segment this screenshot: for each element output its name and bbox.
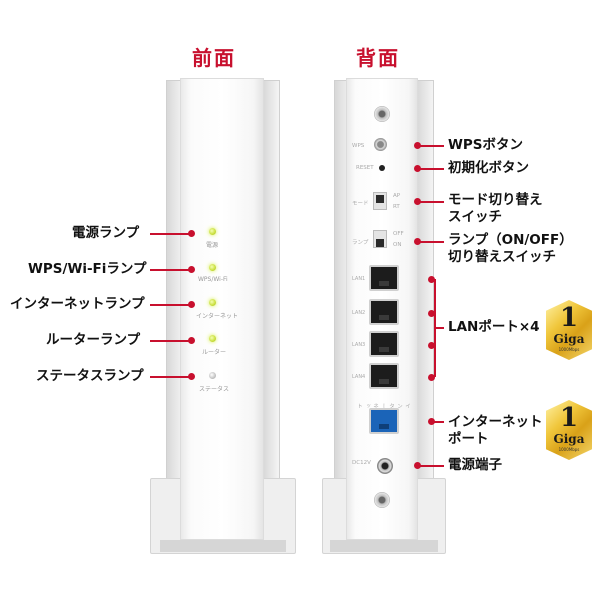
lan1-label: LAN1 (352, 276, 366, 282)
leader-power-lamp (150, 233, 190, 235)
callout-status-lamp: ステータスランプ (36, 368, 144, 384)
back-base-shadow (330, 540, 438, 552)
callout-router-lamp: ルーターランプ (46, 332, 141, 348)
lamp-off-label: OFF (393, 231, 404, 237)
wps-button[interactable] (374, 138, 387, 151)
leader-internet-lamp (150, 304, 190, 306)
marker-reset-button (414, 165, 421, 172)
badge-giga: Giga (553, 432, 585, 446)
marker-wps-wifi-lamp (188, 266, 195, 273)
marker-status-lamp (188, 373, 195, 380)
back-title: 背面 (356, 46, 400, 70)
giga-badge-lan: 1 Giga 1000Mbps (546, 300, 592, 360)
marker-lan-3 (428, 342, 435, 349)
leader-lamp-switch (420, 241, 444, 243)
marker-internet-port (428, 418, 435, 425)
callout-lamp-switch-line2: 切り替えスイッチ (448, 249, 556, 265)
badge-number: 1 (559, 303, 579, 333)
callout-lan-ports: LANポート×4 (448, 319, 540, 335)
front-body-lower (180, 478, 264, 540)
marker-lan-2 (428, 310, 435, 317)
power-led-label: 電源 (206, 242, 219, 249)
mode-switch-label: モード (352, 201, 369, 207)
front-body (180, 78, 264, 544)
marker-lan-4 (428, 374, 435, 381)
callout-wps-button: WPSボタン (448, 137, 524, 153)
bottom-screw-icon (374, 492, 390, 508)
lan2-label: LAN2 (352, 310, 366, 316)
giga-badge-internet: 1 Giga 1000Mbps (546, 400, 592, 460)
leader-wps-wifi-lamp (150, 269, 190, 271)
front-right-wing (262, 80, 280, 544)
back-body-lower (346, 478, 418, 540)
callout-internet-port-line1: インターネット (448, 414, 543, 430)
router-led (209, 335, 216, 342)
badge-giga: Giga (553, 332, 585, 346)
callout-internet-lamp: インターネットランプ (10, 296, 145, 312)
callout-lamp-switch-line1: ランプ（ON/OFF） (448, 232, 573, 248)
badge-sub: 1000Mbps (558, 347, 580, 352)
lan4-label: LAN4 (352, 374, 366, 380)
leader-lan-ports (434, 327, 444, 329)
leader-status-lamp (150, 376, 190, 378)
badge-number: 1 (559, 403, 579, 433)
internet-port[interactable] (369, 408, 399, 434)
marker-wps-button (414, 142, 421, 149)
lamp-on-label: ON (393, 242, 402, 248)
front-base-shadow (160, 540, 286, 552)
leader-router-lamp (150, 340, 190, 342)
marker-lamp-switch (414, 238, 421, 245)
lan-port-4[interactable] (369, 363, 399, 389)
lan3-label: LAN3 (352, 342, 366, 348)
leader-mode-switch (420, 201, 444, 203)
marker-power-lamp (188, 230, 195, 237)
marker-mode-switch (414, 198, 421, 205)
marker-router-lamp (188, 337, 195, 344)
leader-power-jack (420, 465, 444, 467)
wps-label: WPS (352, 143, 365, 149)
lamp-switch[interactable] (373, 230, 387, 248)
callout-mode-switch-line1: モード切り替え (448, 192, 543, 208)
callout-reset-button: 初期化ボタン (448, 160, 529, 176)
internet-led-label: インターネット (196, 313, 239, 320)
badge-sub: 1000Mbps (558, 447, 580, 452)
leader-internet-port (434, 421, 444, 423)
callout-power-lamp: 電源ランプ (72, 225, 140, 241)
callout-wps-wifi-lamp: WPS/Wi-Fiランプ (28, 261, 147, 277)
badge-shape (546, 400, 592, 460)
router-led-label: ルーター (202, 349, 227, 356)
dc-label: DC12V (352, 460, 371, 466)
power-jack[interactable] (377, 458, 393, 474)
lan-port-3[interactable] (369, 331, 399, 357)
wps-wifi-led-label: WPS/Wi-Fi (198, 276, 228, 283)
status-led (209, 372, 216, 379)
mode-rt-label: RT (393, 204, 400, 210)
power-led (209, 228, 216, 235)
reset-button[interactable] (379, 165, 385, 171)
wps-wifi-led (209, 264, 216, 271)
internet-port-label: インターネット (356, 403, 410, 409)
badge-shape (546, 300, 592, 360)
internet-led (209, 299, 216, 306)
marker-internet-lamp (188, 301, 195, 308)
front-title: 前面 (192, 46, 236, 70)
marker-power-jack (414, 462, 421, 469)
lan-port-1[interactable] (369, 265, 399, 291)
marker-lan-1 (428, 276, 435, 283)
status-led-label: ステータス (199, 386, 230, 393)
lan-port-2[interactable] (369, 299, 399, 325)
leader-wps-button (420, 145, 444, 147)
callout-power-jack: 電源端子 (448, 457, 502, 473)
leader-reset-button (420, 168, 444, 170)
lamp-switch-label: ランプ (352, 240, 369, 246)
mode-switch[interactable] (373, 192, 387, 210)
callout-mode-switch-line2: スイッチ (448, 209, 502, 225)
callout-internet-port-line2: ポート (448, 431, 489, 447)
reset-label: RESET (356, 165, 374, 171)
mode-ap-label: AP (393, 193, 401, 199)
top-screw-icon (374, 106, 390, 122)
